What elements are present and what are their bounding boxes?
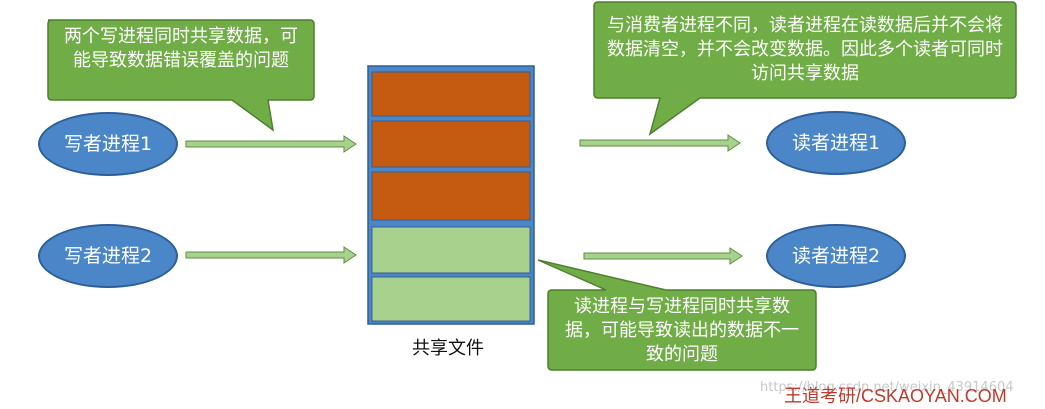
- file-block-5: [371, 276, 531, 322]
- writer-callout-shape: [47, 19, 315, 132]
- reader-process-2: 读者进程2: [766, 224, 906, 288]
- reader-process-1: 读者进程1: [766, 111, 906, 175]
- shared-file-label: 共享文件: [412, 338, 484, 359]
- arrow-writer2-to-file: [185, 246, 357, 264]
- arrow-writer1-to-file: [185, 135, 357, 153]
- file-block-3: [371, 171, 531, 221]
- file-block-1: [371, 71, 531, 117]
- reader-callout-shape: [593, 1, 1017, 136]
- reader-process-2-label: 读者进程2: [791, 245, 881, 267]
- watermark-url: https://blog.csdn.net/weixin_43914604: [760, 380, 1014, 395]
- writer-callout-text: 两个写进程同时共享数据，可能导致数据错误覆盖的问题: [64, 26, 298, 71]
- arrow-file-to-reader1: [579, 134, 741, 152]
- arrow-file-to-reader2: [583, 247, 743, 265]
- writer-process-1: 写者进程1: [38, 112, 178, 176]
- writer-process-2-label: 写者进程2: [63, 245, 153, 267]
- readwrite-callout-shape: [537, 259, 817, 371]
- readwrite-callout-text: 读进程与写进程同时共享数据，可能导致读出的数据不一致的问题: [565, 296, 799, 365]
- file-block-2: [371, 120, 531, 168]
- writer-process-1-label: 写者进程1: [63, 133, 153, 155]
- file-block-4: [371, 226, 531, 274]
- writer-process-2: 写者进程2: [38, 224, 178, 288]
- watermark-logo: 王道考研/CSKAOYAN.COM: [784, 386, 1007, 406]
- reader-process-1-label: 读者进程1: [791, 132, 881, 154]
- reader-callout-text: 与消费者进程不同，读者进程在读数据后并不会将数据清空，并不会改变数据。因此多个读…: [607, 15, 1003, 84]
